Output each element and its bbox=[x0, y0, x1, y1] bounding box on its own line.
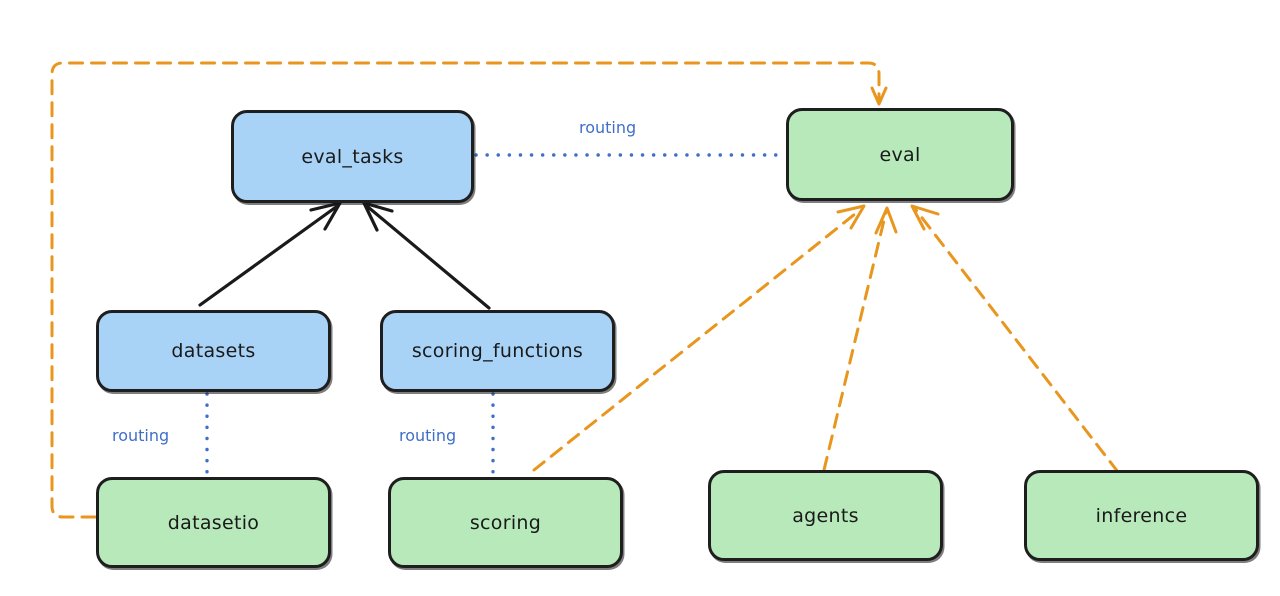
node-scoring[interactable]: scoring bbox=[388, 477, 623, 568]
edge-label-routing-scoring-functions: routing bbox=[399, 426, 457, 445]
node-label: datasetio bbox=[167, 511, 260, 534]
edge-label-routing-datasets: routing bbox=[112, 426, 170, 445]
node-label: agents bbox=[792, 504, 859, 527]
node-agents[interactable]: agents bbox=[708, 470, 943, 561]
node-scoring-functions[interactable]: scoring_functions bbox=[380, 310, 615, 392]
node-eval-tasks[interactable]: eval_tasks bbox=[231, 110, 474, 203]
node-label: eval_tasks bbox=[301, 145, 404, 168]
edge-scoring_functions-to-eval_tasks bbox=[362, 201, 491, 310]
node-label: scoring bbox=[469, 511, 542, 534]
node-label: datasets bbox=[171, 340, 256, 362]
node-label: scoring_functions bbox=[411, 340, 584, 362]
node-inference[interactable]: inference bbox=[1024, 470, 1259, 561]
node-label: eval bbox=[879, 143, 921, 166]
node-datasets[interactable]: datasets bbox=[96, 310, 331, 392]
edge-agents-to-eval bbox=[822, 206, 898, 472]
node-label: inference bbox=[1095, 504, 1188, 527]
edge-datasets-to-eval_tasks bbox=[198, 201, 342, 307]
node-datasetio[interactable]: datasetio bbox=[96, 477, 331, 568]
edge-inference-to-eval bbox=[910, 204, 1120, 474]
node-eval[interactable]: eval bbox=[786, 108, 1014, 201]
edge-label-routing-eval: routing bbox=[579, 118, 637, 137]
